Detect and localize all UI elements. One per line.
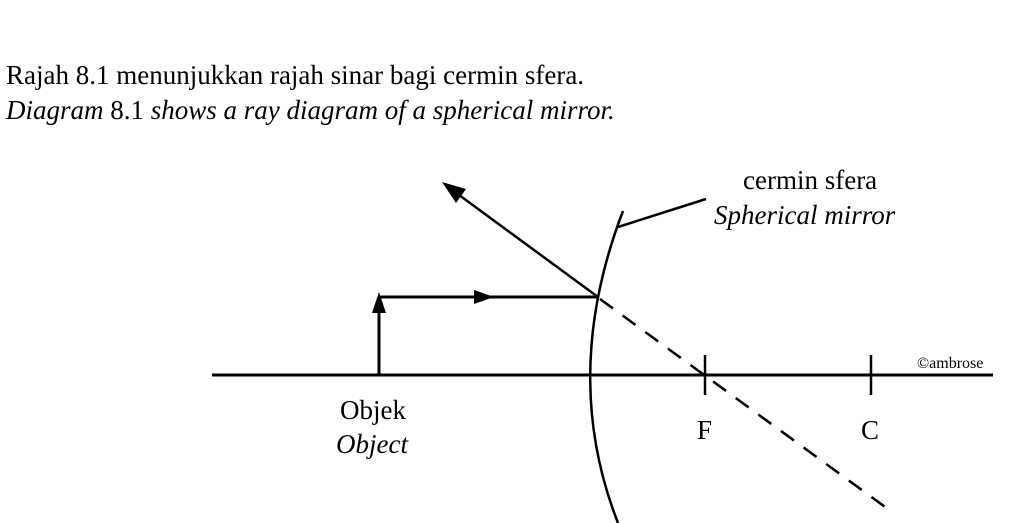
center-of-curvature-label: C — [861, 415, 880, 445]
watermark: ©ambrose — [917, 355, 984, 372]
dashed-extension-line — [599, 297, 893, 514]
incident-ray-arrowhead-icon — [474, 290, 494, 304]
caption-english-word-diagram: Diagram — [6, 95, 104, 125]
mirror-label-english: Spherical mirror — [714, 200, 896, 230]
reflected-ray-arrowhead-icon — [442, 182, 466, 203]
object-label-english: Object — [336, 429, 408, 459]
spherical-mirror — [588, 210, 625, 523]
mirror-label-malay: cermin sfera — [743, 165, 878, 195]
object-label-malay: Objek — [340, 395, 406, 425]
focal-point-label: F — [697, 415, 713, 445]
caption-english-number: 8.1 — [103, 95, 151, 125]
caption-english-rest: shows a ray diagram of a spherical mirro… — [150, 95, 615, 125]
caption-english: Diagram 8.1 shows a ray diagram of a sph… — [6, 95, 615, 125]
mirror-label-leader — [617, 197, 707, 229]
caption-malay: Rajah 8.1 menunjukkan rajah sinar bagi c… — [6, 60, 585, 90]
reflected-ray — [454, 190, 599, 299]
object-arrowhead-icon — [372, 292, 386, 313]
